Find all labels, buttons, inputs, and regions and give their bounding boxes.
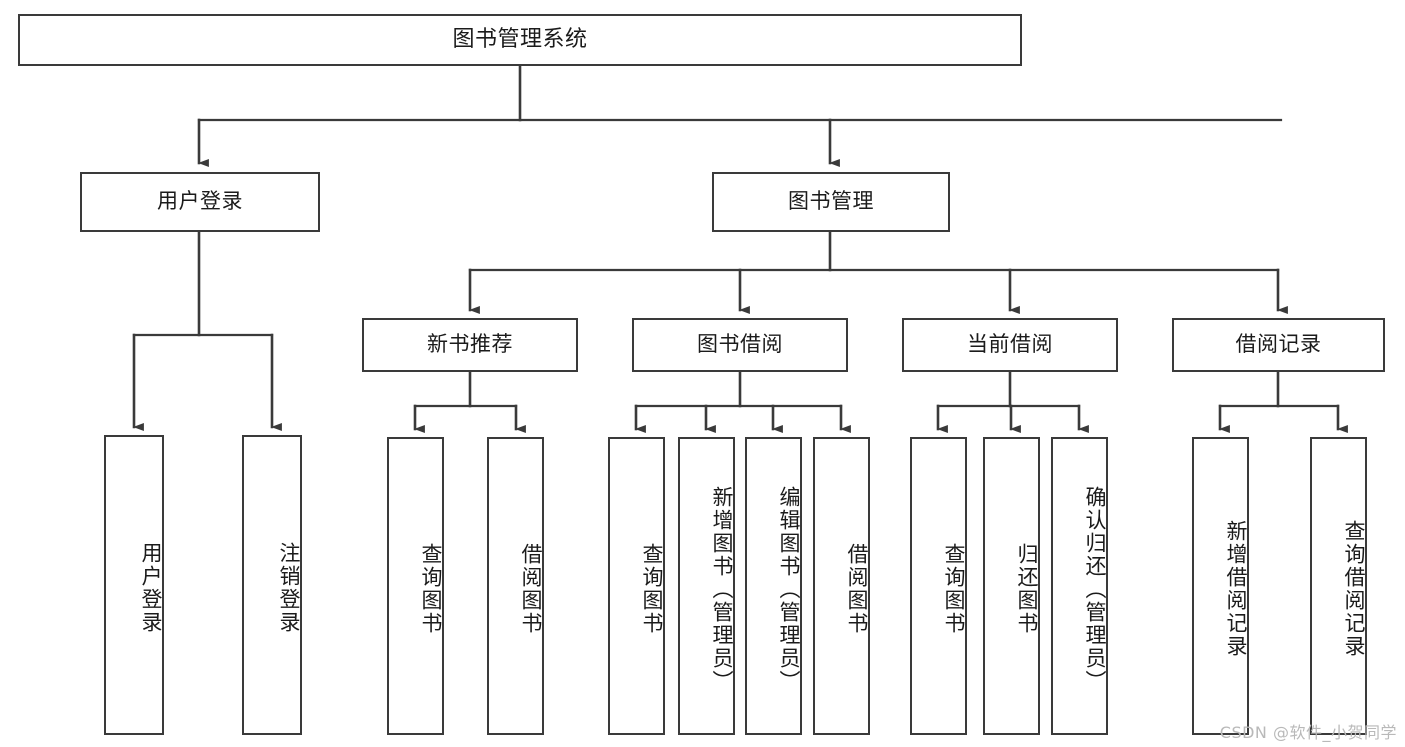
node-leaf-query-book-2[interactable]: 查询图书 (608, 437, 665, 735)
node-leaf-borrow-book-1[interactable]: 借阅图书 (487, 437, 544, 735)
node-leaf-query-record[interactable]: 查询借阅记录 (1310, 437, 1367, 735)
node-root-label: 图书管理系统 (452, 26, 588, 52)
watermark: CSDN @软件_小贺同学 (1219, 723, 1397, 742)
node-leaf-borrow-book-1-label: 借阅图书 (519, 543, 543, 635)
node-leaf-edit-book-label: 编辑图书（管理员） (777, 485, 801, 693)
node-book-borrow-label: 图书借阅 (697, 332, 783, 357)
node-leaf-borrow-book-2[interactable]: 借阅图书 (813, 437, 870, 735)
node-borrow-record-label: 借阅记录 (1235, 332, 1322, 357)
node-leaf-return-book[interactable]: 归还图书 (983, 437, 1040, 735)
node-book-manage[interactable]: 图书管理 (712, 172, 950, 232)
node-user-login[interactable]: 用户登录 (80, 172, 320, 232)
node-leaf-return-book-label: 归还图书 (1015, 543, 1039, 635)
node-leaf-query-book-1[interactable]: 查询图书 (387, 437, 444, 735)
node-root[interactable]: 图书管理系统 (18, 14, 1022, 66)
node-new-book-rec-label: 新书推荐 (427, 332, 513, 357)
node-leaf-edit-book[interactable]: 编辑图书（管理员） (745, 437, 802, 735)
node-current-borrow[interactable]: 当前借阅 (902, 318, 1118, 372)
node-leaf-query-book-2-label: 查询图书 (640, 543, 664, 635)
node-leaf-query-book-3-label: 查询图书 (942, 543, 966, 635)
node-leaf-add-book-label: 新增图书（管理员） (710, 485, 734, 693)
node-new-book-rec[interactable]: 新书推荐 (362, 318, 578, 372)
node-user-login-label: 用户登录 (157, 189, 243, 214)
node-current-borrow-label: 当前借阅 (967, 332, 1053, 357)
node-leaf-user-login-label: 用户登录 (139, 542, 163, 634)
node-leaf-add-record-label: 新增借阅记录 (1224, 520, 1248, 658)
node-leaf-add-record[interactable]: 新增借阅记录 (1192, 437, 1249, 735)
node-leaf-confirm-return-label: 确认归还（管理员） (1083, 485, 1107, 693)
node-leaf-logout-label: 注销登录 (277, 542, 301, 634)
node-leaf-user-login[interactable]: 用户登录 (104, 435, 164, 735)
node-leaf-confirm-return[interactable]: 确认归还（管理员） (1051, 437, 1108, 735)
node-leaf-add-book[interactable]: 新增图书（管理员） (678, 437, 735, 735)
node-borrow-record[interactable]: 借阅记录 (1172, 318, 1385, 372)
node-book-borrow[interactable]: 图书借阅 (632, 318, 848, 372)
node-leaf-query-book-3[interactable]: 查询图书 (910, 437, 967, 735)
node-leaf-query-book-1-label: 查询图书 (419, 543, 443, 635)
node-leaf-query-record-label: 查询借阅记录 (1342, 520, 1366, 658)
node-leaf-logout[interactable]: 注销登录 (242, 435, 302, 735)
node-leaf-borrow-book-2-label: 借阅图书 (845, 543, 869, 635)
node-book-manage-label: 图书管理 (788, 189, 874, 214)
